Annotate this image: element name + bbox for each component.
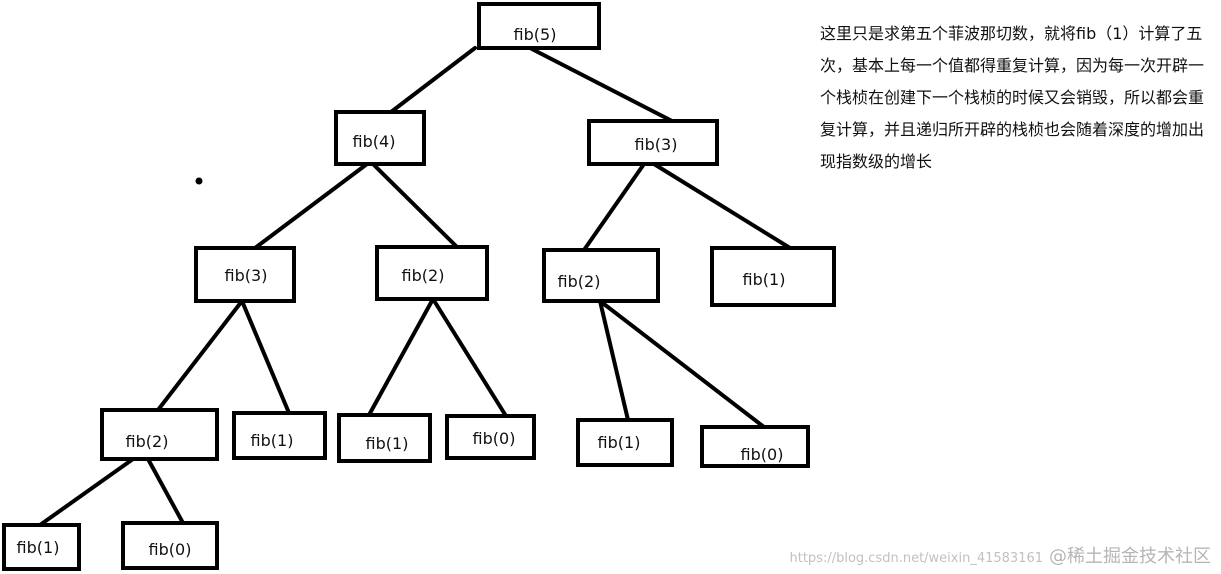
tree-edge — [431, 297, 508, 418]
node-label: fib(2) — [126, 432, 169, 451]
tree-edge — [146, 457, 185, 525]
tree-node: fib(1) — [576, 418, 674, 467]
watermark-url: https://blog.csdn.net/weixin_41583161 — [789, 551, 1043, 566]
node-box — [445, 414, 536, 460]
tree-edge — [371, 162, 459, 249]
node-box — [587, 119, 719, 166]
node-box — [232, 411, 327, 460]
node-box — [337, 413, 432, 463]
tree-node: fib(0) — [121, 521, 219, 570]
tree-edge — [253, 162, 369, 250]
tree-node: fib(2) — [542, 248, 660, 303]
tree-node: fib(2) — [375, 245, 489, 301]
node-box — [700, 425, 810, 468]
tree-node: fib(4) — [334, 110, 426, 166]
explanation-note: 这里只是求第五个菲波那切数，就将fib（1）计算了五次，基本上每一个值都得重复计… — [820, 24, 1205, 171]
node-box — [710, 246, 836, 307]
tree-node: fib(2) — [100, 408, 219, 461]
tree-edge — [389, 46, 477, 114]
node-label: fib(5) — [514, 25, 557, 44]
watermark: https://blog.csdn.net/weixin_41583161 @稀土… — [789, 542, 1211, 568]
tree-node: fib(0) — [700, 425, 810, 468]
stray-dot — [195, 177, 203, 185]
node-box — [121, 521, 219, 570]
node-label: fib(1) — [743, 270, 786, 289]
tree-edge — [367, 297, 435, 417]
node-box — [576, 418, 674, 467]
node-label: fib(2) — [402, 266, 445, 285]
node-box — [542, 248, 660, 303]
tree-node: fib(5) — [477, 2, 601, 50]
tree-edges — [38, 46, 792, 527]
node-label: fib(0) — [741, 445, 784, 464]
tree-node: fib(1) — [232, 411, 327, 460]
node-label: fib(2) — [558, 272, 601, 291]
node-label: fib(3) — [635, 135, 678, 154]
node-label: fib(3) — [225, 266, 268, 285]
node-label: fib(0) — [473, 429, 516, 448]
tree-node: fib(3) — [194, 246, 296, 303]
node-box — [100, 408, 219, 461]
node-box — [477, 2, 601, 50]
tree-edge — [156, 299, 244, 412]
tree-node: fib(1) — [337, 413, 432, 463]
tree-edge — [38, 457, 135, 527]
tree-edge — [240, 299, 291, 415]
tree-node: fib(0) — [445, 414, 536, 460]
node-box — [334, 110, 426, 166]
tree-node: fib(3) — [587, 119, 719, 166]
node-box — [2, 523, 81, 571]
tree-edge — [652, 162, 792, 250]
tree-node: fib(1) — [2, 523, 81, 571]
node-label: fib(1) — [366, 434, 409, 453]
node-box — [194, 246, 296, 303]
tree-edge — [582, 162, 646, 252]
watermark-brand: @稀土掘金技术社区 — [1049, 546, 1211, 567]
tree-edge — [598, 299, 766, 429]
tree-edge — [598, 299, 630, 422]
node-label: fib(1) — [598, 433, 641, 452]
node-label: fib(0) — [149, 540, 192, 559]
tree-edge — [528, 46, 674, 123]
node-box — [375, 245, 489, 301]
tree-nodes: fib(5) fib(4) fib(3) fib(3) fib(2) fib(2) fib(… — [2, 2, 836, 571]
node-label: fib(1) — [251, 431, 294, 450]
tree-node: fib(1) — [710, 246, 836, 307]
node-label: fib(4) — [353, 132, 396, 151]
node-label: fib(1) — [17, 538, 60, 557]
